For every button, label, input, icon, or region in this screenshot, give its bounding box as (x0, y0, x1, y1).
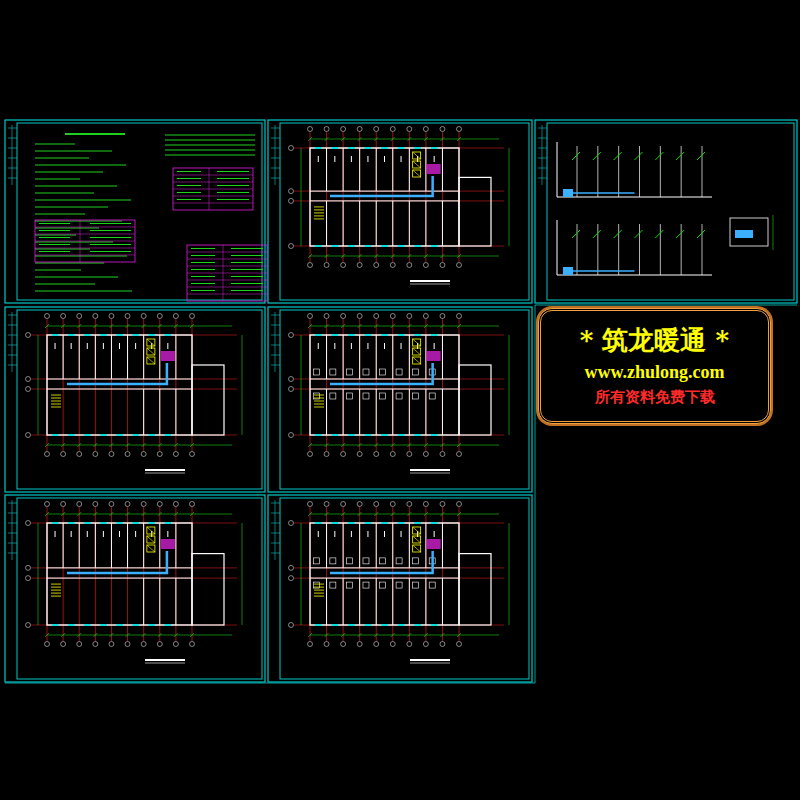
watermark-text: * 筑龙暖通 * (555, 326, 754, 356)
watermark-text: www.zhulong.com (555, 362, 754, 383)
sheet-frame (268, 495, 532, 682)
sheet-frame (5, 495, 265, 682)
sheet-frame (268, 307, 532, 492)
sheet-frame (268, 120, 532, 303)
watermark-panel: * 筑龙暖通 * www.zhulong.com 所有资料免费下载 (538, 308, 771, 424)
sheet-frame (535, 120, 797, 303)
watermark-text: 所有资料免费下载 (555, 389, 754, 406)
sheet-frame (5, 120, 267, 303)
sheet-border (5, 305, 797, 683)
sheet-frame (5, 307, 265, 492)
